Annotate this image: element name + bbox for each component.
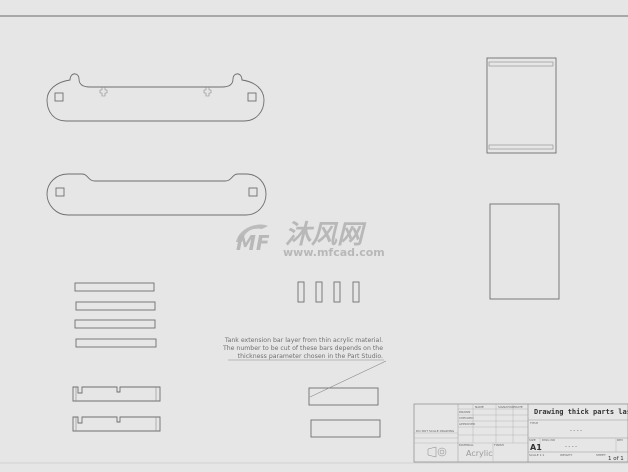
label-rev: REV [617, 438, 624, 442]
note-line: The number to be cut of these bars depen… [222, 345, 383, 352]
label-weight: WEIGHT [560, 453, 572, 457]
header-signature: SIGNATURE [498, 405, 515, 409]
do-not-scale: DO NOT SCALE DRAWING [416, 429, 455, 433]
watermark-url: www.mfcad.com [283, 246, 385, 259]
label-dwg-no: DWG NO [542, 438, 556, 442]
label-size: SIZE [529, 438, 536, 442]
bars [74, 282, 157, 348]
annotation-note: Tank extension bar layer from thin acryl… [222, 337, 387, 398]
label-sheet: SHEET [596, 453, 606, 457]
row-drawn: DRAWN [459, 410, 470, 414]
note-line: Tank extension bar layer from thin acryl… [224, 337, 383, 344]
small-pegs [297, 281, 360, 303]
plain-panel [489, 203, 560, 300]
slotted-bars [72, 386, 161, 432]
watermark: MF 沐风网 www.mfcad.com [236, 220, 385, 259]
tank-part-bottom [46, 173, 267, 216]
projection-symbol-icon [427, 446, 447, 458]
leader-line [309, 360, 387, 398]
extension-bar [308, 387, 379, 406]
label-finish: FINISH [494, 443, 504, 447]
label-title: TITLE [529, 421, 538, 425]
tank-part-top [46, 73, 265, 122]
drawing-title: Drawing thick parts lasercut [534, 408, 628, 416]
logo-mf: MF [236, 231, 270, 255]
logo-icon [236, 224, 268, 242]
header-name: NAME [475, 405, 484, 409]
panel-with-slots [486, 57, 557, 154]
note-line: thickness parameter chosen in the Part S… [238, 353, 383, 360]
title-block: NAME SIGNATURE DATE DRAWN CHECKED APPROV… [413, 403, 628, 463]
sheet-number: 1 of 1 [608, 456, 624, 462]
extension-bar [310, 419, 381, 438]
row-checked: CHECKED [459, 416, 474, 420]
dwg-no-placeholder: - - - - [565, 444, 577, 450]
label-scale: SCALE 1:1 [529, 453, 544, 457]
watermark-brand: 沐风网 [285, 220, 367, 250]
material-value: Acrylic [466, 449, 493, 458]
header-date: DATE [515, 405, 523, 409]
row-approved: APPROVED [459, 422, 476, 426]
sheet-size: A1 [530, 443, 542, 452]
title-placeholder: - - - - [570, 428, 582, 434]
label-material: MATERIAL [459, 443, 474, 447]
